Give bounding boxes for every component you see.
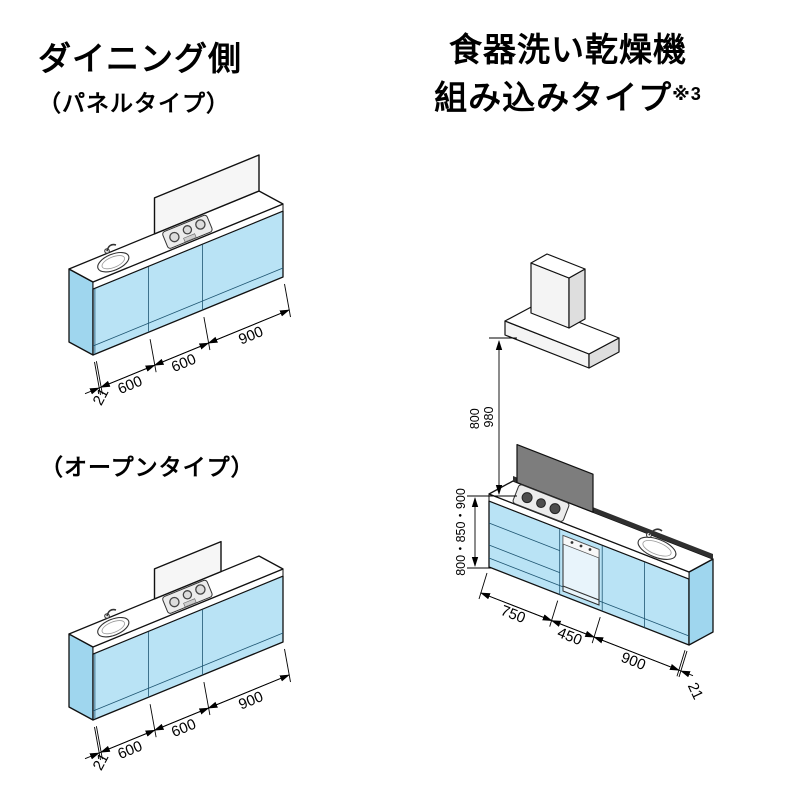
burner-icon bbox=[195, 219, 206, 230]
dim-label-600: 600 bbox=[169, 351, 199, 376]
burner-icon bbox=[195, 584, 206, 595]
dim-label-900: 900 bbox=[236, 688, 266, 713]
cooktop bbox=[162, 579, 213, 614]
title-dishwasher-line2: 組み込みタイプ bbox=[434, 78, 673, 116]
end-panel bbox=[688, 558, 714, 646]
sink bbox=[637, 536, 677, 560]
dim-label-21: 21 bbox=[684, 680, 706, 702]
dining-side-panel bbox=[153, 154, 260, 235]
diagram-open-type: 21 600 600 900 bbox=[68, 540, 291, 774]
title-dishwasher-line1: 食器洗い乾燥機 bbox=[449, 31, 687, 68]
dim-label-hood-height: 800 980 bbox=[468, 405, 496, 429]
cooktop bbox=[162, 214, 213, 249]
subtitle-open-type: （オープンタイプ） bbox=[40, 454, 255, 480]
cooktop bbox=[512, 484, 570, 522]
dim-label-21: 21 bbox=[90, 751, 113, 774]
width-dimensions: 21 600 600 900 bbox=[84, 283, 291, 409]
dim-label-900: 900 bbox=[618, 649, 647, 674]
subtitle-panel-type: （パネルタイプ） bbox=[38, 90, 230, 116]
hood-duct-side bbox=[568, 268, 586, 329]
faucet bbox=[104, 608, 117, 619]
dim-label-900: 900 bbox=[236, 323, 266, 348]
diagram-dishwasher-type: 800 980 800・850・900 750 450 900 21 bbox=[454, 253, 714, 702]
hood-duct-top bbox=[530, 253, 586, 279]
dim-label-600: 600 bbox=[115, 738, 145, 763]
dim-label-21: 21 bbox=[90, 386, 113, 409]
kitchen-counter bbox=[488, 444, 714, 646]
dim-label-450: 450 bbox=[555, 624, 584, 649]
title-dishwasher-type: 食器洗い乾燥機 組み込みタイプ※3 bbox=[390, 26, 746, 122]
burner-icon bbox=[521, 492, 533, 504]
sink bbox=[97, 616, 130, 638]
diagram-panel-type: 21 600 600 900 bbox=[68, 154, 291, 409]
burner-icon bbox=[169, 596, 180, 608]
hood-top bbox=[504, 304, 620, 355]
burner-icon bbox=[182, 225, 193, 235]
burner-icon bbox=[169, 231, 180, 243]
dim-label-600: 600 bbox=[169, 716, 199, 741]
end-panel bbox=[68, 268, 94, 356]
burner-icon bbox=[549, 503, 561, 515]
cooktop-guard-panel bbox=[153, 540, 222, 600]
dim-label-750: 750 bbox=[498, 602, 527, 627]
footnote-ref-3: ※3 bbox=[672, 83, 702, 104]
title-dining-side: ダイニング側 bbox=[38, 40, 242, 77]
end-panel bbox=[68, 633, 94, 721]
faucet bbox=[646, 528, 663, 538]
kitchen-counter bbox=[68, 540, 284, 721]
faucet bbox=[104, 243, 117, 254]
range-hood bbox=[504, 253, 620, 369]
burner-icon bbox=[536, 498, 546, 509]
kitchen-counter bbox=[68, 154, 284, 356]
dishwasher-front bbox=[562, 534, 600, 606]
hood-height-dimension: 800 980 bbox=[467, 337, 517, 497]
counter-height-dimension: 800・850・900 bbox=[454, 488, 491, 576]
sink bbox=[97, 251, 130, 273]
dim-label-counter-heights: 800・850・900 bbox=[454, 488, 468, 576]
dim-label-600: 600 bbox=[115, 373, 145, 398]
burner-icon bbox=[182, 590, 193, 600]
